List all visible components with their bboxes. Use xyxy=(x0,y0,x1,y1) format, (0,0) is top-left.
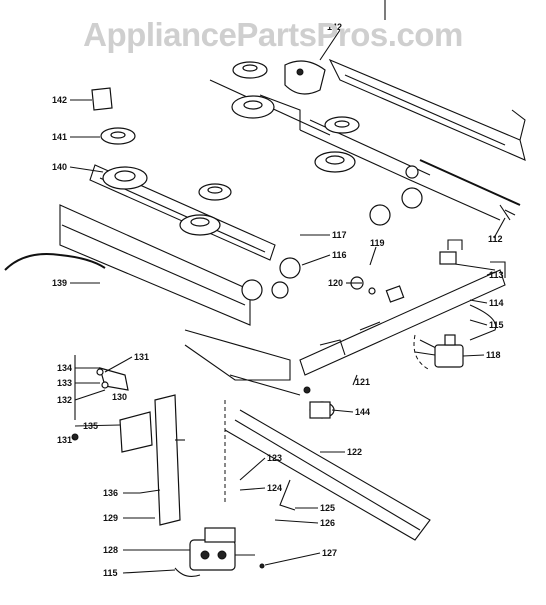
callout-112: 112 xyxy=(488,234,503,244)
callout-133: 133 xyxy=(57,378,72,388)
leader-lines xyxy=(69,29,506,574)
callout-135: 135 xyxy=(83,421,98,431)
callout-124: 124 xyxy=(267,483,282,493)
callout-131b: 131 xyxy=(57,435,72,445)
callout-119: 119 xyxy=(370,238,385,248)
callout-118: 118 xyxy=(486,350,501,360)
callout-142a: 142 xyxy=(52,95,67,105)
callout-136: 136 xyxy=(103,488,118,498)
callout-127: 127 xyxy=(322,548,337,558)
callout-139: 139 xyxy=(52,278,67,288)
callout-120: 120 xyxy=(328,278,343,288)
burner-heads xyxy=(100,61,360,236)
callout-labels: 142 142 141 140 117 116 119 120 112 113 … xyxy=(52,22,504,578)
callout-122: 122 xyxy=(347,447,362,457)
callout-144: 144 xyxy=(355,407,370,417)
callout-114: 114 xyxy=(489,298,504,308)
callout-132: 132 xyxy=(57,395,72,405)
callout-121: 121 xyxy=(355,377,370,387)
tubing xyxy=(4,253,497,577)
callout-142b: 142 xyxy=(327,22,342,32)
watermark-text: AppliancePartsPros.com xyxy=(83,16,463,53)
callout-126: 126 xyxy=(320,518,335,528)
callout-116: 116 xyxy=(332,250,347,260)
manifold xyxy=(299,239,506,376)
callout-140: 140 xyxy=(52,162,67,172)
burner-channel xyxy=(59,164,301,396)
callout-123: 123 xyxy=(267,453,282,463)
thermostat xyxy=(414,334,464,368)
bracket xyxy=(139,394,185,526)
callout-130: 130 xyxy=(112,392,127,402)
callout-131a: 131 xyxy=(134,352,149,362)
callout-129: 129 xyxy=(103,513,118,523)
callout-115a: 115 xyxy=(489,320,504,330)
knobs xyxy=(91,60,423,301)
igniter-assembly xyxy=(71,355,153,453)
callout-141: 141 xyxy=(52,132,67,142)
callout-113: 113 xyxy=(489,270,504,280)
callout-115b: 115 xyxy=(103,568,118,578)
spark-module xyxy=(189,527,265,571)
pressure-regulator xyxy=(303,386,335,419)
callout-128: 128 xyxy=(103,545,118,555)
burner-box xyxy=(209,0,526,221)
callout-125: 125 xyxy=(320,503,335,513)
callout-134: 134 xyxy=(57,363,72,373)
callout-117: 117 xyxy=(332,230,347,240)
